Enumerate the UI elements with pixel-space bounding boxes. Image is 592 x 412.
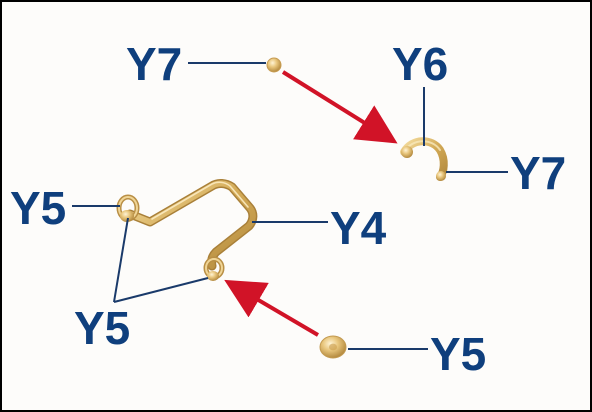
leader-line-y5-bottom-left-a (113, 217, 129, 303)
label-y7-top: Y7 (126, 38, 182, 90)
arrow-top (281, 70, 398, 144)
bead-y7-top (266, 57, 282, 73)
label-y7-right: Y7 (510, 147, 566, 199)
label-y5-left: Y5 (10, 182, 66, 234)
arrow-bottom (224, 279, 320, 337)
bead-y5-bottom (319, 335, 347, 359)
label-y4: Y4 (330, 202, 387, 254)
label-y5-bottom-left: Y5 (74, 302, 130, 354)
leader-line-y5-bottom-left-b (113, 277, 209, 303)
curved-clip-part (400, 137, 448, 181)
label-y5-bottom-right: Y5 (430, 328, 486, 380)
label-y6: Y6 (392, 38, 448, 90)
bent-wire-part (116, 179, 258, 281)
